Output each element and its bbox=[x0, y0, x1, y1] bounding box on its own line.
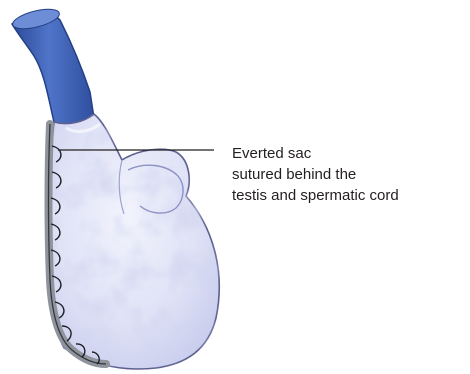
annotation-label: Everted sac sutured behind the testis an… bbox=[232, 143, 399, 206]
annotation-line-3: testis and spermatic cord bbox=[232, 185, 399, 206]
spermatic-cord bbox=[12, 14, 94, 124]
everted-sac bbox=[50, 114, 219, 369]
annotation-line-1: Everted sac bbox=[232, 143, 399, 164]
annotation-line-2: sutured behind the bbox=[232, 164, 399, 185]
